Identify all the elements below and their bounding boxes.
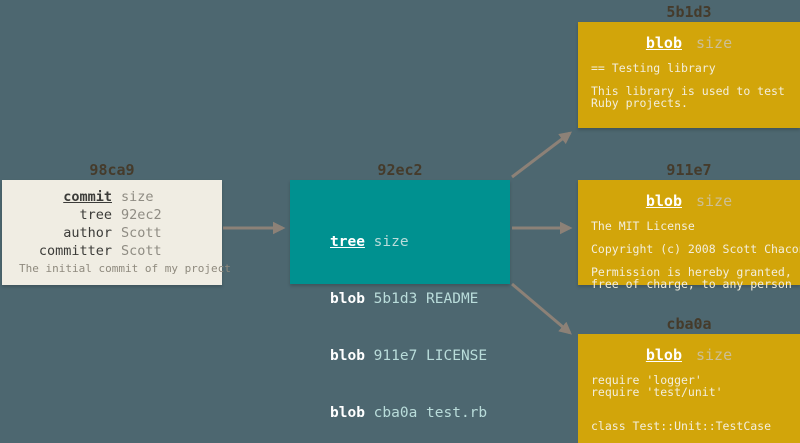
tree-header-row: tree size (330, 233, 510, 252)
commit-size-value: size (121, 189, 154, 205)
commit-fields: commit size tree 92ec2 author Scott comm… (2, 180, 222, 260)
entry-type: blob (330, 291, 365, 307)
commit-field-key: author (63, 225, 112, 241)
tree-entry-row: blob 911e7 LICENSE (330, 347, 510, 366)
arrow-tree-to-blob-cba0a (511, 282, 572, 335)
blob-header: blob size (578, 180, 800, 210)
blob-content: The MIT License Copyright (c) 2008 Scott… (591, 219, 800, 291)
blob-header: blob size (578, 334, 800, 364)
arrow-tree-to-blob-5b1d3 (511, 131, 573, 179)
blob-keyword: blob (645, 346, 682, 364)
tree-keyword: tree (330, 234, 365, 250)
blob-header: blob size (578, 22, 800, 52)
commit-field-value: Scott (121, 225, 162, 241)
tree-hash-label: 92ec2 (377, 161, 423, 179)
entry-rest: cba0a test.rb (373, 405, 488, 421)
tree-entry-row: blob 5b1d3 README (330, 290, 510, 309)
blob-size-value: size (696, 192, 733, 210)
blob-hash-label: 5b1d3 (666, 3, 712, 21)
commit-keyword: commit (63, 189, 112, 205)
tree-entry-row: blob cba0a test.rb (330, 404, 510, 423)
tree-object-box: tree size blob 5b1d3 README blob 911e7 L… (290, 180, 510, 421)
commit-object-box: commit size tree 92ec2 author Scott comm… (2, 180, 231, 285)
blob-keyword: blob (645, 34, 682, 52)
tree-entries: tree size blob 5b1d3 README blob 911e7 L… (290, 180, 510, 443)
blob-keyword: blob (645, 192, 682, 210)
entry-type: blob (330, 405, 365, 421)
entry-rest: 911e7 LICENSE (373, 348, 488, 364)
blob-hash-label: cba0a (666, 315, 712, 333)
commit-field-value: 92ec2 (121, 207, 162, 223)
blob-object-box-5b1d3: blob size == Testing library This library… (578, 22, 800, 128)
commit-field-key: committer (38, 243, 112, 259)
blob-size-value: size (696, 34, 733, 52)
entry-type: blob (330, 348, 365, 364)
blob-content: require 'logger' require 'test/unit' cla… (591, 373, 772, 433)
blob-object-box-911e7: blob size The MIT License Copyright (c) 2… (578, 180, 800, 289)
blob-object-box-cba0a: blob size require 'logger' require 'test/… (578, 334, 800, 443)
blob-size-value: size (696, 346, 733, 364)
commit-field-key: tree (79, 207, 112, 223)
tree-size-value: size (373, 234, 409, 250)
commit-field-value: Scott (121, 243, 162, 259)
entry-rest: 5b1d3 README (373, 291, 479, 307)
commit-hash-label: 98ca9 (89, 161, 135, 179)
blob-content: == Testing library This library is used … (591, 61, 785, 110)
blob-hash-label: 911e7 (666, 161, 712, 179)
commit-message: The initial commit of my project (19, 262, 231, 275)
